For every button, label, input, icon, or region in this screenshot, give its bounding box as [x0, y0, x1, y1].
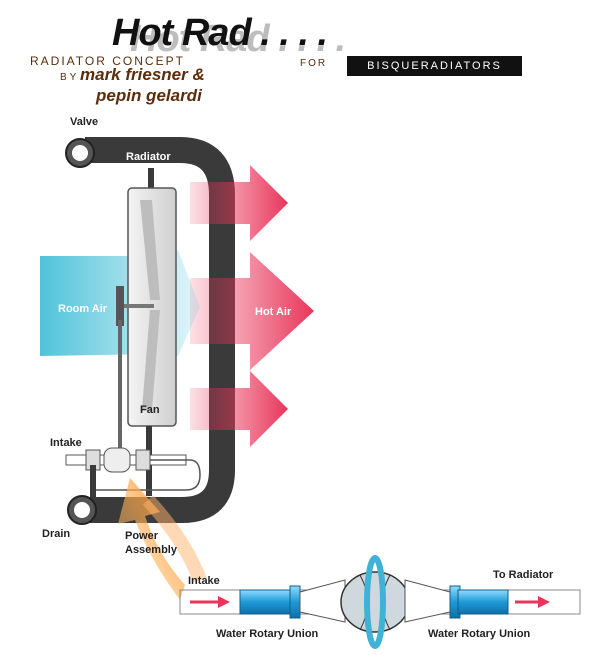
- drain-icon: [67, 495, 97, 525]
- water-rotary-assembly: [179, 555, 581, 649]
- valve-label: Valve: [70, 116, 99, 128]
- drain-label: Drain: [42, 528, 71, 540]
- water-rotary-union-right-label: Water Rotary Union: [428, 628, 531, 640]
- drive-shaft: [118, 320, 122, 455]
- by-label: BY: [60, 72, 80, 83]
- fan-rod: [148, 168, 154, 192]
- water-rotary-union-left-label: Water Rotary Union: [216, 628, 319, 640]
- author-2: pepin gelardi: [96, 86, 202, 105]
- radiator-label: Radiator: [126, 151, 171, 163]
- hot-air-label: Hot Air: [255, 306, 292, 318]
- intake-bottom-label: Intake: [188, 575, 220, 587]
- to-radiator-label: To Radiator: [493, 569, 554, 581]
- valve-icon: [65, 138, 95, 168]
- intake-assembly: [65, 447, 201, 505]
- title-shadow: Hot Rad . . . .: [130, 18, 346, 60]
- intake-top-label: Intake: [50, 437, 82, 449]
- brand-logo: BISQUERADIATORS: [347, 56, 522, 76]
- power-arrow: [118, 478, 185, 600]
- room-air-label: Room Air: [58, 303, 108, 315]
- for-label: FOR: [300, 58, 328, 69]
- subtitle: RADIATOR CONCEPT: [30, 54, 185, 68]
- hot-air-arrows: [190, 165, 314, 447]
- power-assembly-label: Power Assembly: [125, 530, 177, 556]
- author-1: mark friesner &: [80, 65, 205, 84]
- rotation-ring: [364, 555, 386, 649]
- fan-label: Fan: [140, 404, 160, 416]
- page-title: Hot Rad . . . .: [112, 12, 328, 54]
